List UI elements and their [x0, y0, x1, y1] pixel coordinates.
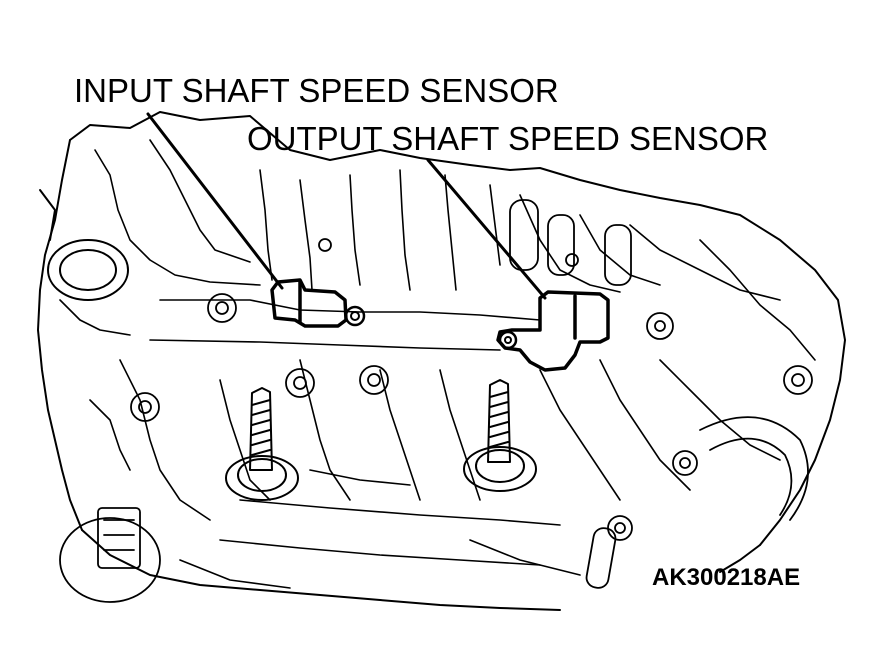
stud-bolt-left [225, 387, 299, 501]
stud-bolt-right [463, 379, 537, 492]
lower-right-pin [585, 527, 617, 589]
differential-ring-gear [699, 416, 809, 521]
transmission-case-outline [37, 111, 846, 611]
solenoid-valves [509, 199, 632, 286]
input-sensor-leader-line [146, 112, 284, 290]
output-shaft-speed-sensor-label: OUTPUT SHAFT SPEED SENSOR [247, 120, 769, 157]
left-bore-boss [47, 239, 129, 301]
lower-left-connector [59, 507, 161, 603]
valve-body-detail [59, 139, 816, 589]
input-shaft-speed-sensor [270, 278, 366, 328]
output-shaft-speed-sensor [496, 290, 610, 372]
output-sensor-leader-line [426, 158, 547, 300]
input-shaft-speed-sensor-label: INPUT SHAFT SPEED SENSOR [74, 72, 559, 109]
figure-code: AK300218AE [652, 564, 801, 591]
bolt-holes [130, 238, 813, 541]
